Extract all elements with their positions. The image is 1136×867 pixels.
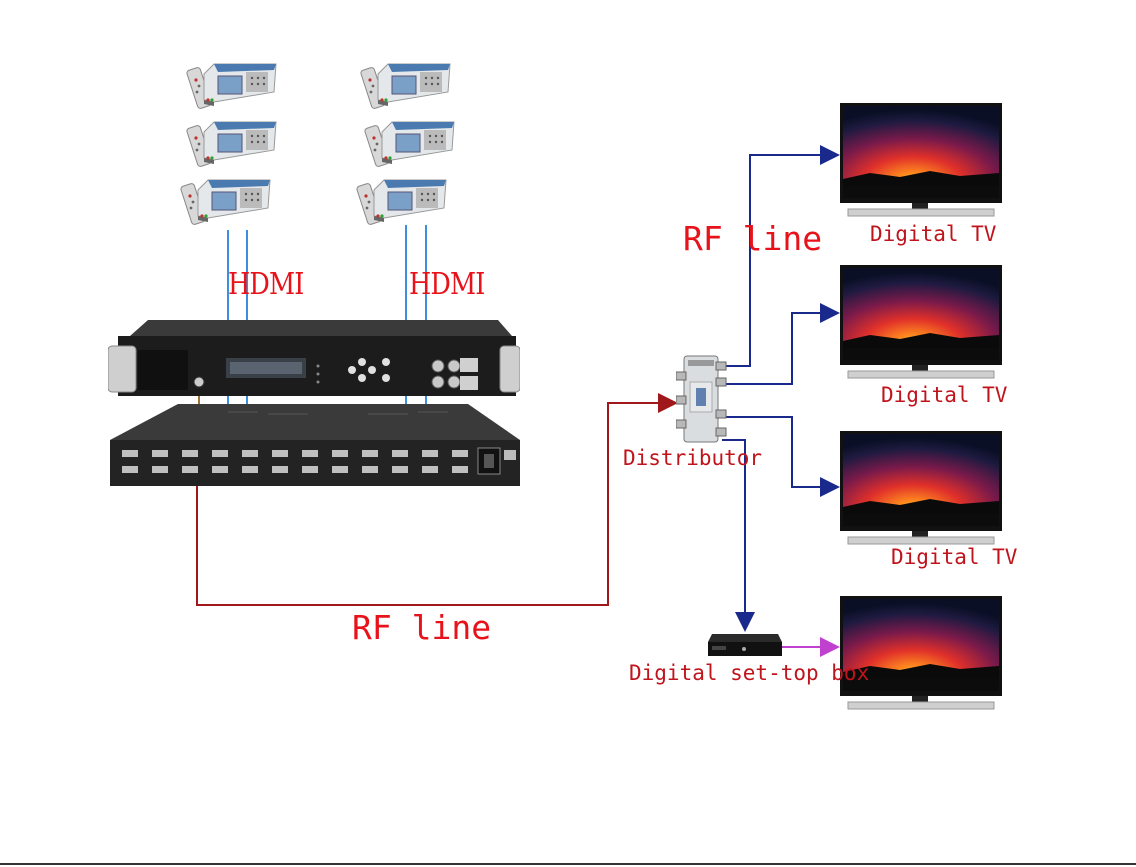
rf-line-label-bottom: RF line xyxy=(352,608,492,647)
tv-icon-4 xyxy=(839,595,1003,710)
encoder-rear-panel xyxy=(110,404,520,486)
encoder-front-panel xyxy=(108,320,520,396)
set-top-box-label: Digital set-top box xyxy=(629,661,870,685)
tv-label-2: Digital TV xyxy=(881,383,1008,407)
distributor-label: Distributor xyxy=(623,446,763,470)
rf-line-label-top: RF line xyxy=(683,219,823,258)
tv-label-1: Digital TV xyxy=(870,222,997,246)
hdmi-label-right: HDMI xyxy=(409,267,485,302)
tv-icon-1 xyxy=(839,102,1003,217)
tv-icon-2 xyxy=(839,264,1003,379)
hdmi-label-left: HDMI xyxy=(228,267,304,302)
tv-label-3: Digital TV xyxy=(891,545,1018,569)
set-top-box-icon xyxy=(708,634,782,656)
distribution-lines xyxy=(720,145,840,632)
rf-splitter-icon xyxy=(676,355,727,443)
tv-icon-3 xyxy=(839,430,1003,545)
